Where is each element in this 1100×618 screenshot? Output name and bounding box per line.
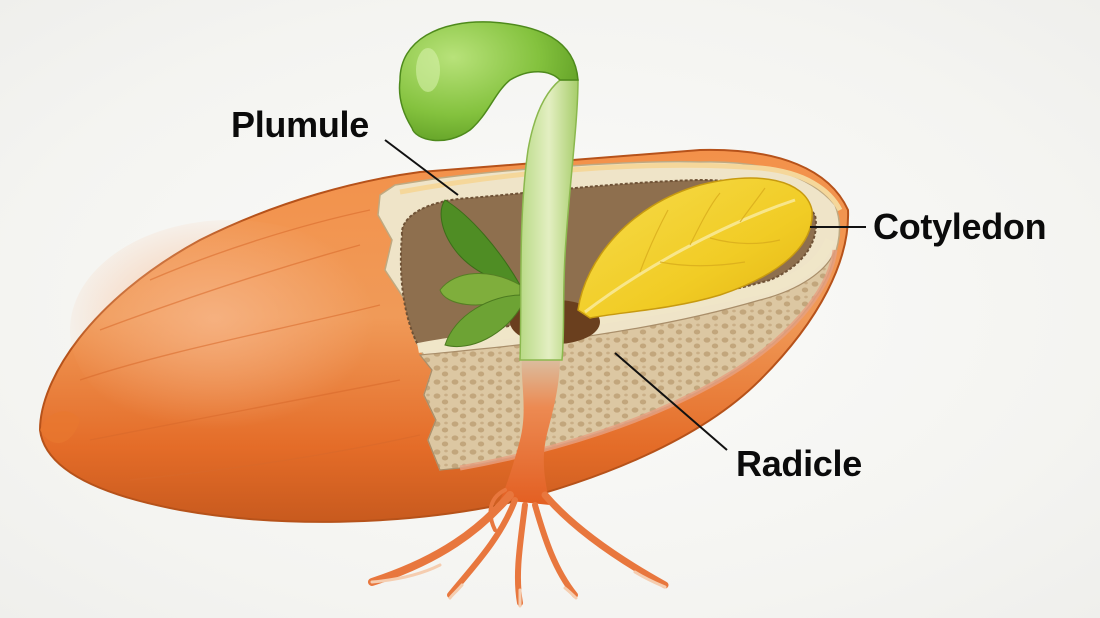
label-radicle: Radicle (736, 443, 862, 484)
label-plumule: Plumule (231, 104, 369, 145)
plumule-leader-line (384, 139, 459, 196)
plumule-leaves (439, 199, 523, 347)
label-cotyledon: Cotyledon (873, 206, 1047, 247)
radicle-leader-line (614, 352, 728, 451)
cotyledon-leaf (577, 177, 813, 319)
hypocotyl-hook (398, 21, 579, 361)
radicle-roots (368, 355, 669, 608)
leader-lines (384, 139, 866, 451)
